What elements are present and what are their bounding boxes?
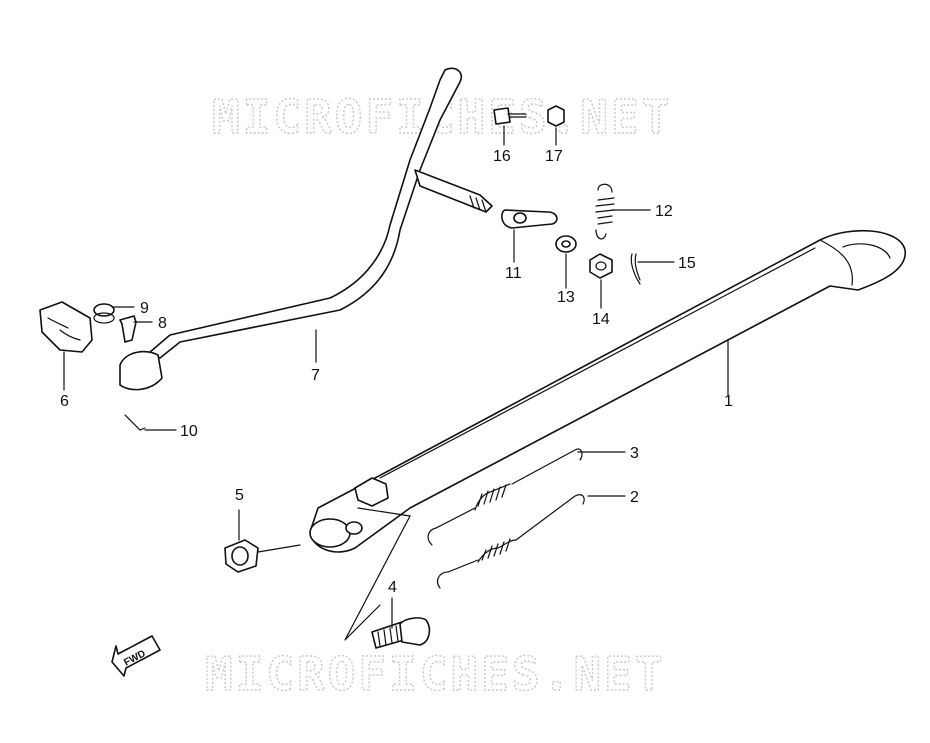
callout-9: 9	[140, 300, 149, 317]
callout-1: 1	[724, 393, 733, 410]
bolt-part-8	[119, 315, 137, 343]
cotter-pin-part-15	[630, 253, 641, 285]
spring-part-2	[436, 494, 585, 589]
callout-3: 3	[630, 445, 639, 462]
callout-4: 4	[388, 579, 397, 596]
callout-12: 12	[655, 203, 673, 220]
cotter-pin-part-10	[124, 414, 146, 431]
bolt-part-16	[493, 107, 527, 125]
fwd-arrow-icon: FWD	[111, 635, 161, 677]
spring-part-12	[595, 183, 615, 240]
callout-10: 10	[180, 423, 198, 440]
callout-8: 8	[158, 315, 167, 332]
callout-15: 15	[678, 255, 696, 272]
brake-pedal-part-7	[119, 67, 493, 391]
watermark-bottom: MICROFICHES.NET	[205, 647, 665, 701]
leader-lines	[63, 125, 729, 629]
callout-7: 7	[311, 367, 320, 384]
callout-16: 16	[493, 148, 511, 165]
washer-part-13	[555, 235, 577, 253]
bolt-part-4	[344, 507, 431, 649]
callout-13: 13	[557, 289, 575, 306]
callout-2: 2	[630, 489, 639, 506]
callout-5: 5	[235, 487, 244, 504]
callout-11: 11	[505, 265, 522, 282]
side-stand-part-1	[309, 229, 906, 553]
plate-part-11	[501, 209, 558, 229]
nut-part-5	[224, 539, 259, 573]
nut-part-14	[589, 253, 613, 279]
spring-washer-part-9	[93, 303, 115, 324]
spring-part-3	[427, 448, 583, 546]
nut-part-17	[547, 105, 565, 127]
callout-6: 6	[60, 393, 69, 410]
callout-14: 14	[592, 311, 610, 328]
callout-17: 17	[545, 148, 563, 165]
pedal-rubber-part-6	[39, 301, 93, 353]
